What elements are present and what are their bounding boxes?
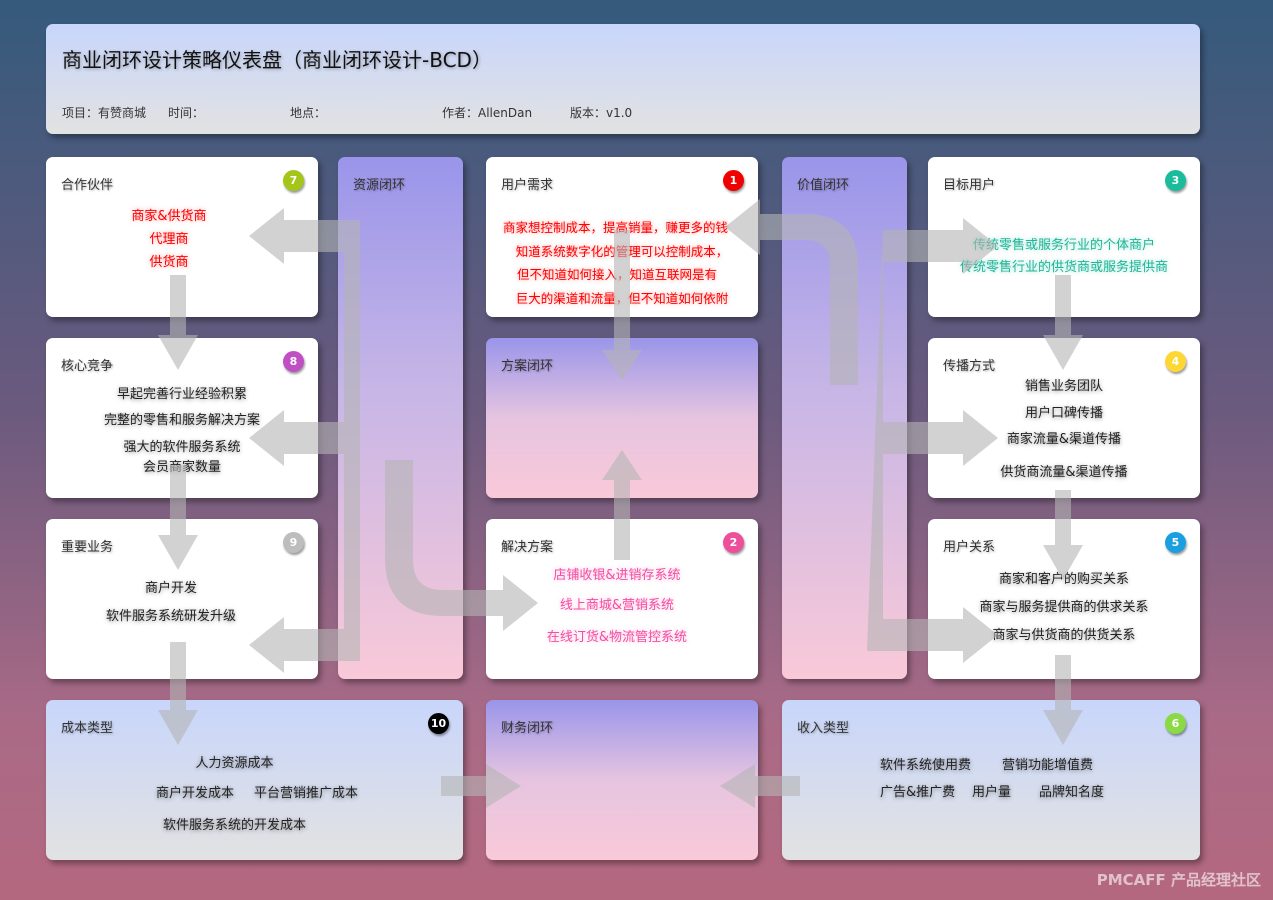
badge: 6: [1165, 713, 1186, 734]
loop-title: 价值闭环: [797, 178, 850, 193]
badge: 1: [723, 170, 744, 191]
item: 商家和客户的购买关系: [998, 572, 1129, 587]
card-title: 成本类型: [61, 721, 114, 736]
item: 销售业务团队: [1024, 379, 1103, 394]
item: 广告&推广费: [880, 785, 956, 800]
value-loop: 价值闭环: [782, 157, 907, 679]
card-title: 传播方式: [943, 359, 996, 374]
meta-project: 项目：有赞商城: [62, 106, 147, 120]
card-core: 核心竞争 8 早起完善行业经验积累 完整的零售和服务解决方案 强大的软件服务系统…: [46, 338, 318, 498]
meta-time: 时间：: [168, 106, 205, 120]
item: 知道系统数字化的管理可以控制成本，: [515, 244, 729, 259]
card-relation: 用户关系 5 商家和客户的购买关系 商家与服务提供商的供求关系 商家与供货商的供…: [928, 519, 1200, 679]
page-title: 商业闭环设计策略仪表盘（商业闭环设计-BCD）: [62, 48, 492, 72]
card-title: 收入类型: [797, 721, 850, 736]
item: 在线订货&物流管控系统: [546, 630, 688, 645]
item: 营销功能增值费: [1002, 758, 1094, 773]
card-needs: 用户需求 1 商家想控制成本，提高销量，赚更多的钱 知道系统数字化的管理可以控制…: [486, 157, 758, 317]
item: 供货商流量&渠道传播: [1000, 465, 1128, 480]
finance-loop: 财务闭环: [486, 700, 758, 860]
card-revenue: 收入类型 6 软件系统使用费 营销功能增值费 广告&推广费 用户量 品牌知名度: [782, 700, 1200, 860]
item: 商家&供货商: [131, 209, 207, 224]
item: 品牌知名度: [1039, 785, 1105, 800]
loop-title: 方案闭环: [501, 359, 554, 374]
card-target: 目标用户 3 传统零售或服务行业的个体商户 传统零售行业的供货商或服务提供商: [928, 157, 1200, 317]
card-title: 解决方案: [501, 540, 554, 555]
badge: 5: [1165, 532, 1186, 553]
card-business: 重要业务 9 商户开发 软件服务系统研发升级: [46, 519, 318, 679]
meta-version: 版本：v1.0: [570, 106, 633, 120]
card-title: 用户需求: [501, 178, 554, 193]
item: 店铺收银&进销存系统: [553, 568, 681, 583]
card-solution: 解决方案 2 店铺收银&进销存系统 线上商城&营销系统 在线订货&物流管控系统: [486, 519, 758, 679]
watermark: PMCAFF 产品经理社区: [1096, 871, 1261, 889]
badge: 10: [428, 713, 449, 734]
item: 传统零售行业的供货商或服务提供商: [959, 260, 1168, 275]
item: 强大的软件服务系统: [123, 440, 241, 455]
item: 软件服务系统研发升级: [105, 609, 236, 624]
item: 用户口碑传播: [1024, 406, 1103, 421]
item: 早起完善行业经验积累: [116, 387, 247, 402]
item: 软件服务系统的开发成本: [162, 818, 306, 833]
item: 用户量: [972, 785, 1012, 800]
badge: 2: [723, 532, 744, 553]
item: 供货商: [149, 255, 189, 270]
loop-title: 财务闭环: [501, 721, 554, 736]
item: 但不知道如何接入，知道互联网是有: [516, 267, 717, 282]
plan-loop: 方案闭环: [486, 338, 758, 498]
item: 代理商: [149, 232, 189, 247]
item: 巨大的渠道和流量，但不知道如何依附: [515, 291, 729, 306]
item: 人力资源成本: [195, 756, 274, 771]
meta-place: 地点：: [290, 106, 327, 120]
item: 商家想控制成本，提高销量，赚更多的钱: [502, 220, 728, 235]
item: 商户开发成本: [156, 786, 235, 801]
resource-loop: 资源闭环: [338, 157, 463, 679]
loop-title: 资源闭环: [353, 178, 406, 193]
item: 线上商城&营销系统: [559, 598, 675, 613]
header-panel: 商业闭环设计策略仪表盘（商业闭环设计-BCD） 项目：有赞商城 时间： 地点： …: [46, 24, 1200, 134]
badge: 8: [283, 351, 304, 372]
item: 传统零售或服务行业的个体商户: [972, 238, 1155, 253]
card-title: 重要业务: [61, 540, 114, 555]
card-title: 合作伙伴: [61, 178, 114, 193]
item: 会员商家数量: [142, 460, 221, 475]
card-title: 用户关系: [943, 540, 996, 555]
item: 商家与供货商的供货关系: [992, 628, 1136, 643]
item: 完整的零售和服务解决方案: [103, 413, 260, 428]
badge: 3: [1165, 170, 1186, 191]
item: 商家与服务提供商的供求关系: [979, 600, 1149, 615]
card-channel: 传播方式 4 销售业务团队 用户口碑传播 商家流量&渠道传播 供货商流量&渠道传…: [928, 338, 1200, 498]
meta-author: 作者：AllenDan: [442, 106, 533, 120]
card-cost: 成本类型 10 人力资源成本 商户开发成本 平台营销推广成本 软件服务系统的开发…: [46, 700, 463, 860]
card-partners: 合作伙伴 7 商家&供货商 代理商 供货商: [46, 157, 318, 317]
badge: 4: [1165, 351, 1186, 372]
badge: 7: [283, 170, 304, 191]
item: 软件系统使用费: [880, 758, 972, 773]
item: 商户开发: [144, 581, 197, 596]
card-title: 目标用户: [943, 178, 996, 193]
card-title: 核心竞争: [61, 359, 114, 374]
item: 商家流量&渠道传播: [1006, 432, 1122, 447]
item: 平台营销推广成本: [254, 786, 359, 801]
badge: 9: [283, 532, 304, 553]
